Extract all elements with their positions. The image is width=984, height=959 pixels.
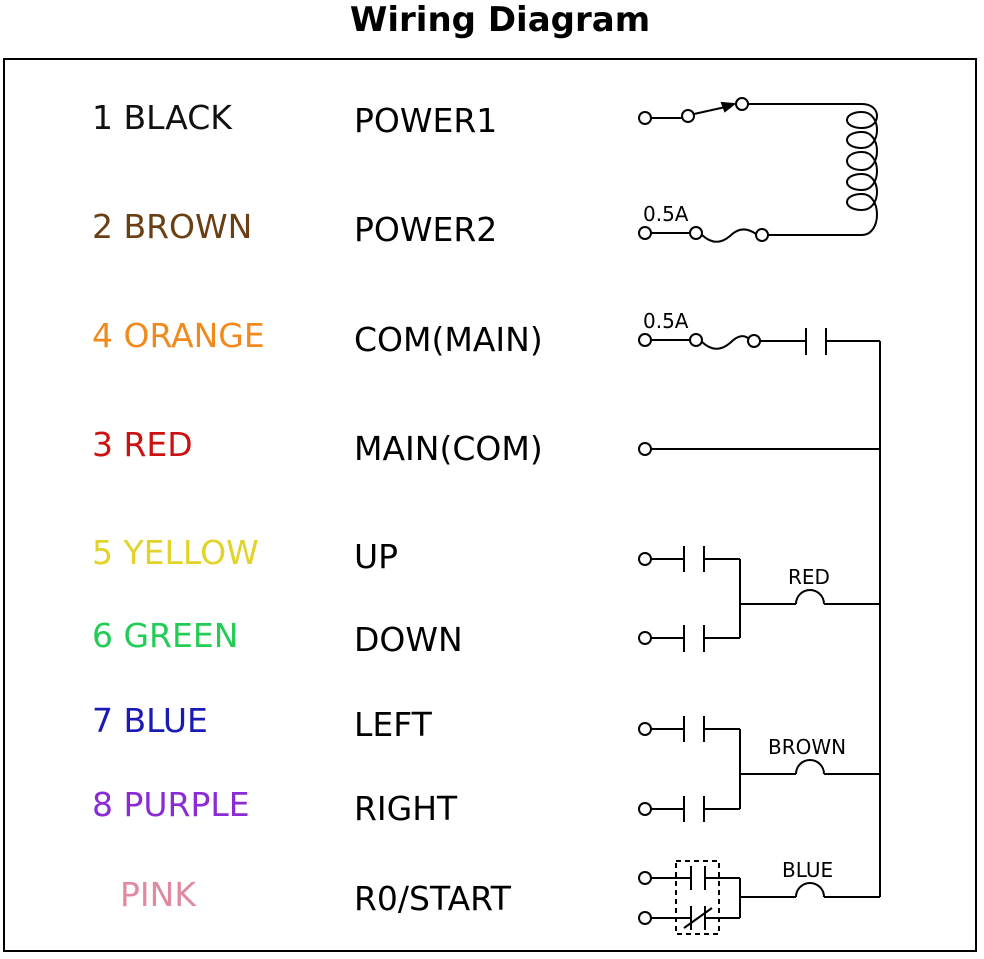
start-switch-symbol: [638, 860, 796, 935]
fuse-rating-2: 0.5A: [643, 309, 689, 333]
function-label-down: DOWN: [354, 620, 463, 659]
wire-label-purple: 8 PURPLE: [92, 785, 250, 824]
wire-label-pink: PINK: [120, 875, 196, 914]
lamp-blue-label: BLUE: [782, 858, 833, 882]
wire-label-orange: 4 ORANGE: [92, 316, 265, 355]
fuse-symbol-power2: [638, 226, 862, 243]
diagram-frame: [3, 58, 977, 952]
function-label-left: LEFT: [354, 705, 432, 744]
wire-label-green: 6 GREEN: [92, 616, 239, 655]
wire-label-black: 1 BLACK: [92, 98, 232, 137]
left-right-contacts: [638, 716, 796, 822]
function-label-main-com: MAIN(COM): [354, 429, 543, 468]
function-label-power2: POWER2: [354, 210, 498, 249]
function-label-power1: POWER1: [354, 101, 498, 140]
diagram-title: Wiring Diagram: [349, 0, 651, 40]
function-label-r0-start: R0/START: [354, 879, 511, 918]
lamp-red-label: RED: [788, 565, 830, 589]
wire-label-blue: 7 BLUE: [92, 701, 208, 740]
up-down-contacts: [638, 546, 796, 652]
lamp-red-symbol: [795, 589, 880, 605]
wire-label-brown: 2 BROWN: [92, 207, 253, 246]
function-label-right: RIGHT: [354, 789, 458, 828]
function-label-com-main: COM(MAIN): [354, 320, 543, 359]
fuse-symbol-com: [638, 328, 880, 355]
wire-label-red: 3 RED: [92, 425, 193, 464]
main-com-line: [638, 442, 880, 456]
lamp-blue-symbol: [795, 882, 880, 898]
function-label-up: UP: [354, 537, 399, 576]
lamp-brown-label: BROWN: [768, 735, 846, 759]
power-switch-symbol: [638, 97, 862, 125]
lamp-brown-symbol: [795, 759, 880, 775]
coil-symbol: [846, 103, 878, 236]
wire-label-yellow: 5 YELLOW: [92, 533, 259, 572]
fuse-rating-1: 0.5A: [643, 202, 689, 226]
